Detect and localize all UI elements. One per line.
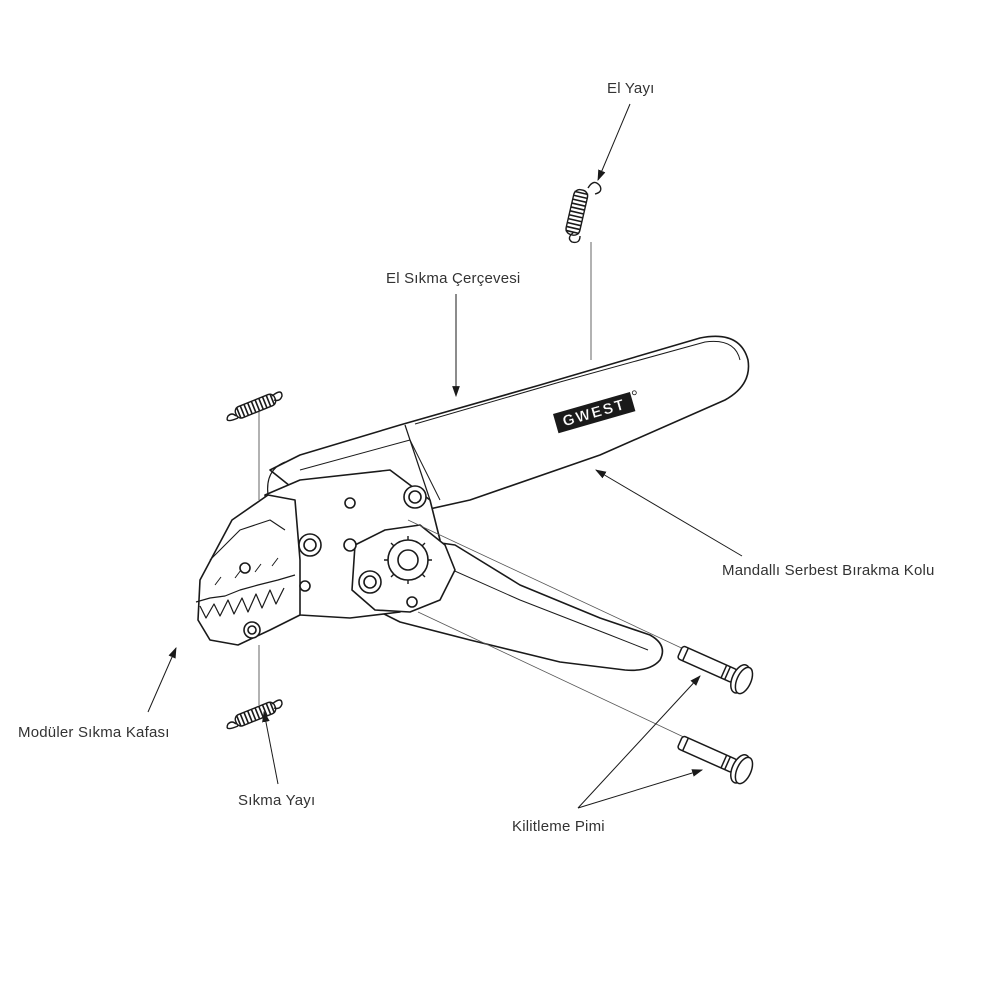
locking-pin-lower: [677, 735, 754, 785]
rivets: [239, 485, 427, 639]
leader-arrows: [147, 103, 743, 809]
crimp-spring-upper-part: [226, 391, 283, 500]
label-hand-spring: El Yayı: [607, 80, 655, 97]
arrow-crimp-spring: [262, 710, 279, 785]
label-crimp-spring: Sıkma Yayı: [238, 792, 316, 809]
crimp-spring-lower-part: [226, 645, 283, 730]
label-release-lever: Mandallı Serbest Bırakma Kolu: [722, 562, 935, 579]
hand-spring-part: [565, 181, 602, 360]
locking-pin-upper: [677, 645, 754, 695]
pin-projection-lines: [407, 519, 691, 741]
label-locking-pin: Kilitleme Pimi: [512, 818, 605, 835]
crimp-tool-body: GWEST: [195, 335, 750, 672]
label-hand-frame: El Sıkma Çerçevesi: [386, 270, 521, 287]
arrow-release-lever: [595, 469, 743, 557]
label-crimp-head: Modüler Sıkma Kafası: [18, 724, 170, 741]
arrow-locking-pin-upper: [577, 675, 701, 809]
arrow-crimp-head: [147, 646, 177, 713]
arrow-hand-spring: [597, 103, 631, 182]
arrow-locking-pin-lower: [577, 769, 704, 809]
